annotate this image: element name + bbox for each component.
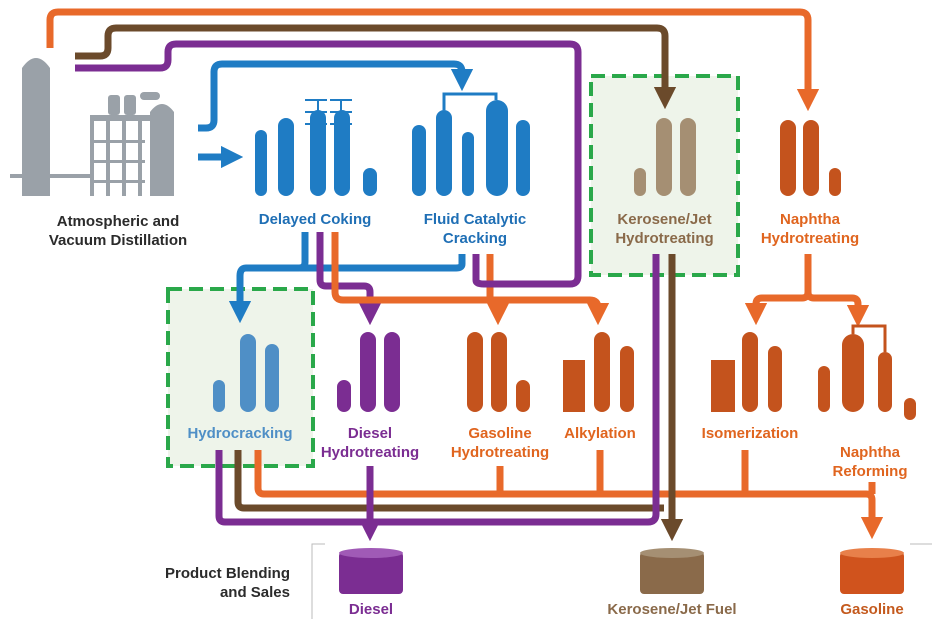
- flow-line-gasoil: [75, 40, 582, 288]
- label-naphtha-hydrotreating: Naphtha Hydrotreating: [760, 211, 860, 247]
- label-kerosene-jet-hydrotreating: Kerosene/Jet Hydrotreating: [615, 211, 714, 247]
- label-naphtha-reforming: Naphtha Reforming: [832, 444, 908, 480]
- flow-line-kerosene: [75, 24, 677, 110]
- alkylation-unit-icon: [563, 332, 634, 412]
- label-product-gasoline: Gasoline: [840, 601, 904, 618]
- label-product-kerosene-jet-fuel: Kerosene/Jet Fuel: [607, 601, 737, 618]
- naphtha-reforming-unit-icon: [818, 324, 916, 420]
- label-product-diesel: Diesel: [348, 601, 394, 618]
- gasoline-tank-icon: [840, 548, 904, 594]
- label-delayed-coking: Delayed Coking: [258, 211, 372, 228]
- hydrocracking-unit-icon: [213, 334, 279, 412]
- label-isomerization: Isomerization: [701, 425, 799, 442]
- flow-line-naphtha-down: [744, 254, 812, 326]
- label-diesel-hydrotreating: Diesel Hydrotreating: [320, 425, 420, 461]
- kerosene-hydrotreating-unit-icon: [634, 118, 696, 196]
- flow-line-naphtha-reformer: [804, 291, 870, 328]
- label-product-blending: Product Blending and Sales: [165, 565, 290, 601]
- distillation-unit-icon: [10, 58, 174, 196]
- diesel-tank-icon: [339, 548, 403, 594]
- fluid-catalytic-cracking-unit-icon: [412, 92, 530, 196]
- isomerization-unit-icon: [711, 332, 782, 412]
- diesel-hydrotreating-unit-icon: [337, 332, 400, 412]
- flow-line-diesel-collect: [215, 254, 660, 526]
- label-alkylation: Alkylation: [564, 425, 636, 442]
- flow-line-coking-to-hydrocracking: [228, 232, 309, 324]
- delayed-coking-unit-icon: [255, 99, 377, 196]
- flow-line-fcc-purple: [472, 254, 500, 288]
- flow-line-coking-to-diesel: [316, 232, 382, 326]
- label-fluid-catalytic-cracking: Fluid Catalytic Cracking: [423, 211, 527, 247]
- flow-line-coking-to-gasoline: [331, 232, 610, 326]
- flow-line-fcc-to-hydrocracking: [300, 254, 466, 272]
- flow-line-to-fcc: [198, 60, 474, 132]
- flow-line-naphtha: [46, 8, 820, 112]
- gasoline-hydrotreating-unit-icon: [467, 332, 530, 412]
- flow-line-kerosene-collect: [234, 450, 664, 512]
- flow-line-gasoline-collect: [254, 450, 884, 540]
- label-distillation: Atmospheric and Vacuum Distillation: [48, 213, 188, 249]
- kerosene-tank-icon: [640, 548, 704, 594]
- product-section-bracket: [311, 543, 325, 619]
- label-hydrocracking: Hydrocracking: [187, 425, 293, 442]
- label-gasoline-hydrotreating: Gasoline Hydrotreating: [450, 425, 550, 461]
- naphtha-hydrotreating-unit-icon: [780, 120, 841, 196]
